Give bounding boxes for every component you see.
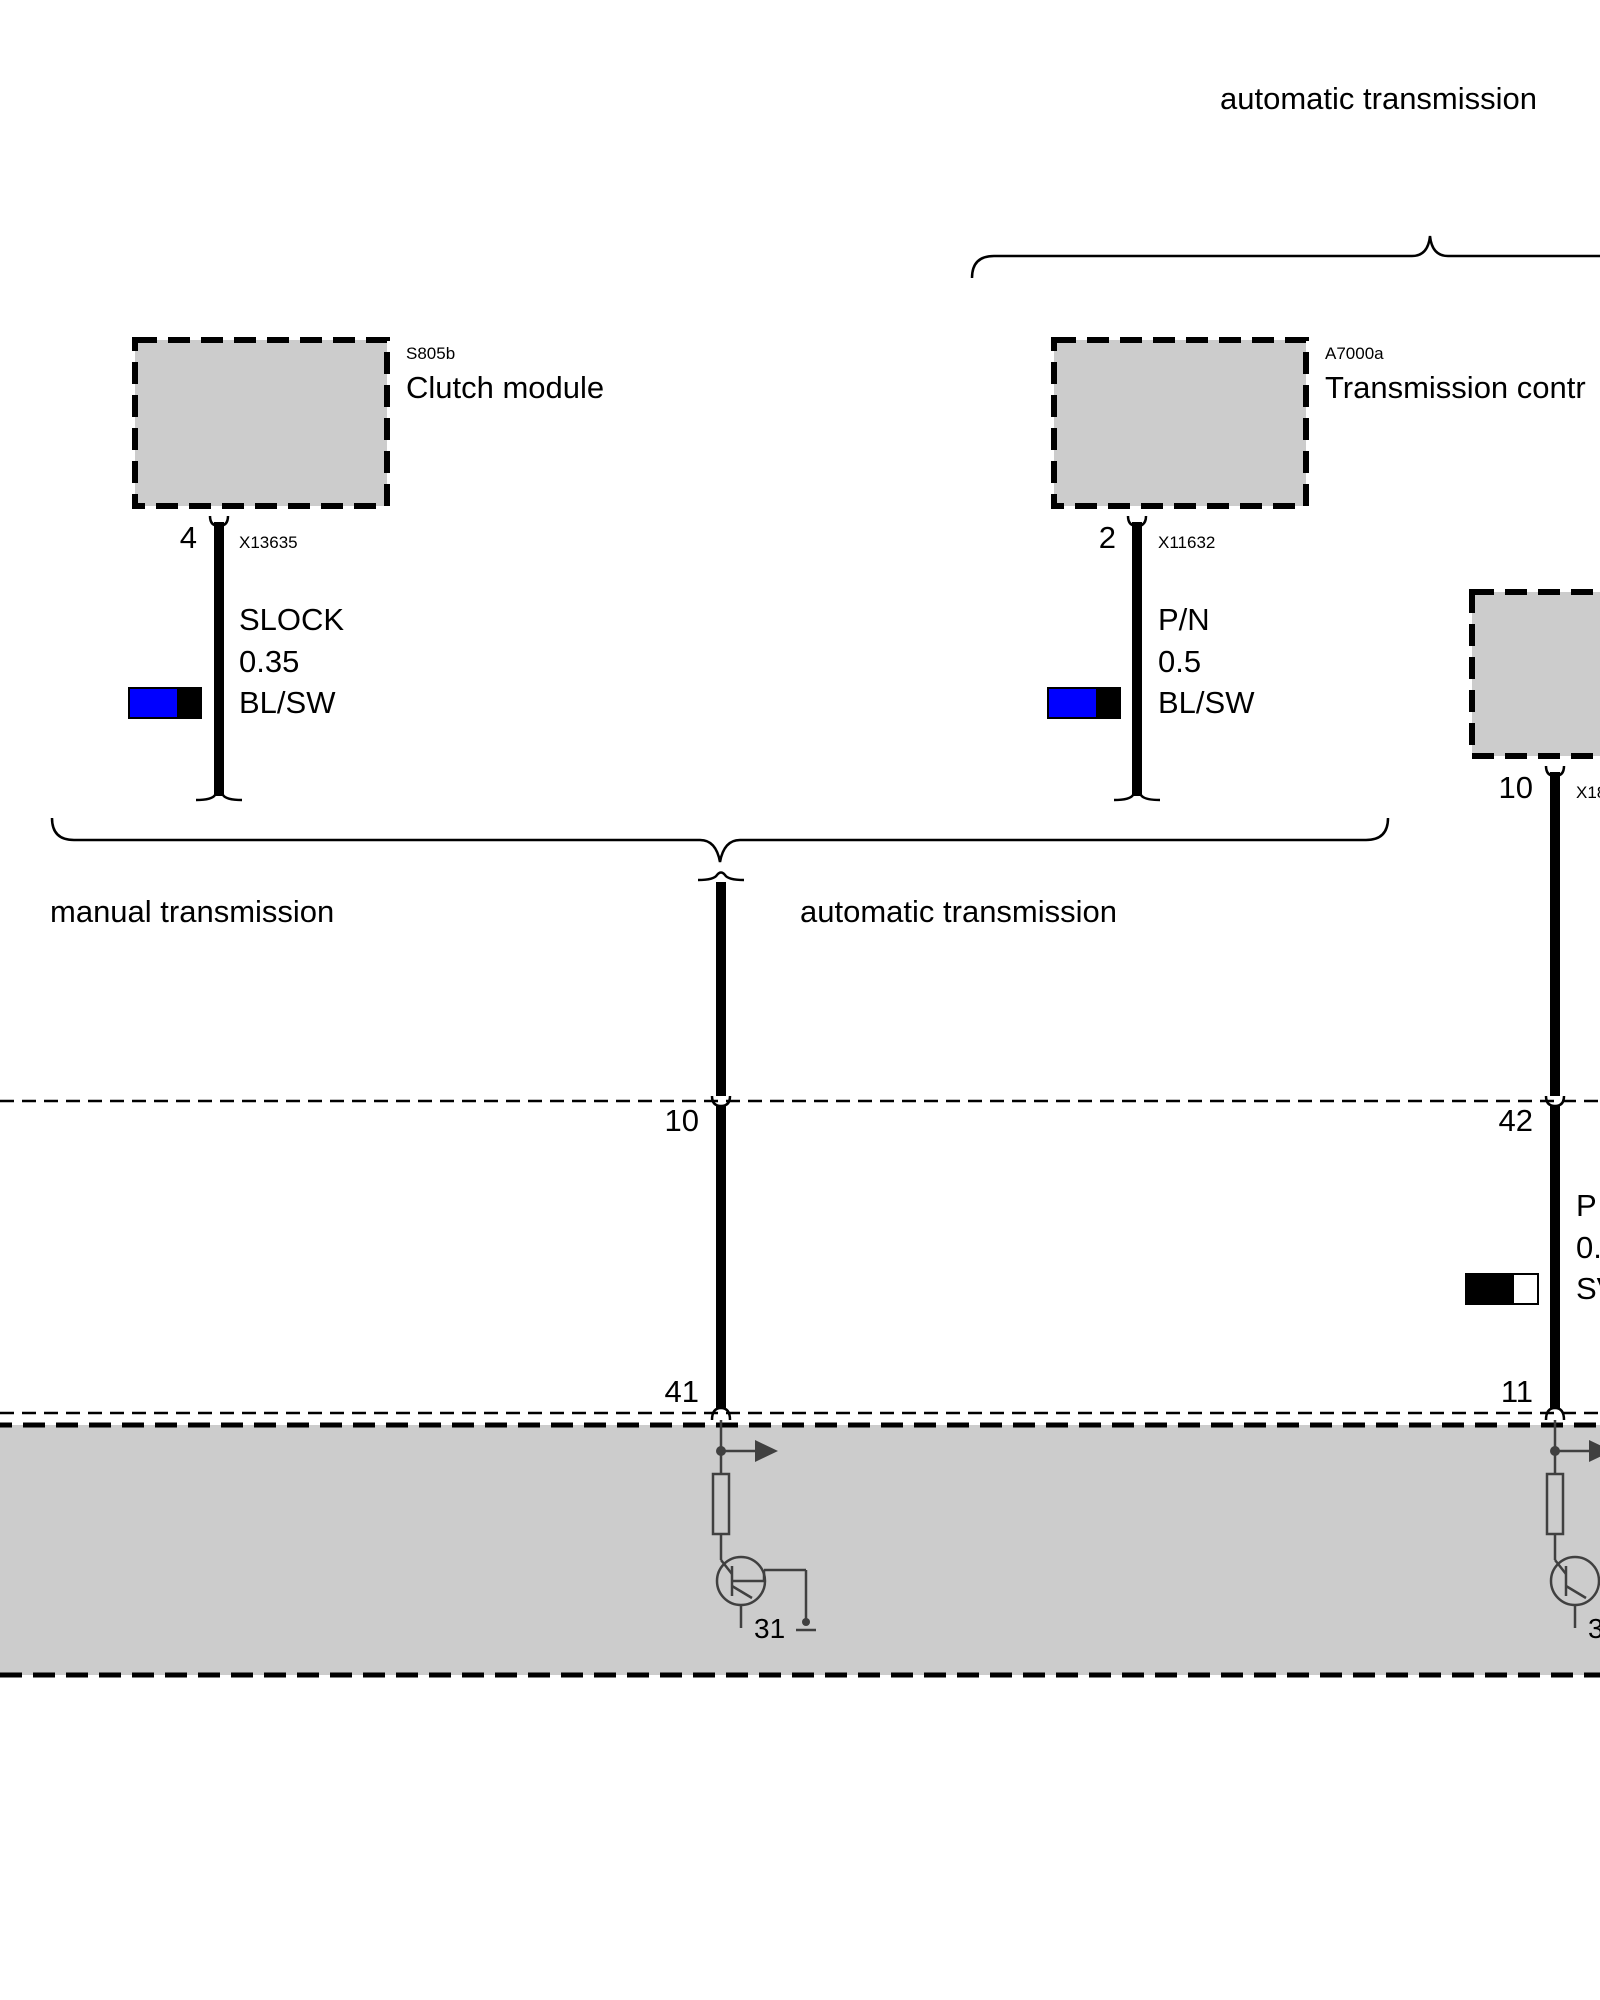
wire-signal-slock: SLOCK bbox=[239, 602, 344, 637]
wire-color-swatch-42 bbox=[1465, 1273, 1539, 1305]
transmission-control-name: Transmission contr bbox=[1325, 370, 1586, 405]
connector-id-x18: X18 bbox=[1576, 783, 1600, 802]
ecu-connector-right bbox=[1544, 1406, 1566, 1421]
connector-id-x13635: X13635 bbox=[239, 533, 298, 552]
signal-arrow bbox=[1589, 1440, 1600, 1462]
transistor-emitter bbox=[1565, 1584, 1587, 1600]
wire-color-code-slock: BL/SW bbox=[239, 685, 336, 720]
wire-color-swatch-p-n bbox=[1047, 687, 1121, 719]
separator-pin-right: 42 bbox=[1499, 1103, 1533, 1138]
clutch-module-box bbox=[132, 337, 390, 509]
color-swatch-secondary bbox=[177, 688, 201, 718]
wire-signal-42: P bbox=[1576, 1188, 1597, 1223]
automatic-transmission-upper-brace bbox=[970, 235, 1600, 279]
wire-size-42: 0. bbox=[1576, 1230, 1600, 1265]
ground-label-left: 31 bbox=[754, 1613, 785, 1644]
color-swatch-primary bbox=[1048, 688, 1096, 718]
pin-number-2: 2 bbox=[1099, 520, 1116, 555]
color-swatch-border bbox=[128, 687, 202, 719]
clutch-module-id: S805b bbox=[406, 344, 455, 363]
input-circuit-left bbox=[711, 1420, 816, 1632]
wire-size-slock: 0.35 bbox=[239, 644, 299, 679]
color-swatch-border bbox=[1047, 687, 1121, 719]
automatic-transmission-lower-label: automatic transmission bbox=[800, 894, 1117, 929]
wire-size-p-n: 0.5 bbox=[1158, 644, 1201, 679]
ecu-connector-left bbox=[710, 1406, 732, 1421]
wire-signal-p-n: P/N bbox=[1158, 602, 1210, 637]
wire-break-symbol-slock bbox=[195, 791, 243, 802]
color-swatch-secondary bbox=[1514, 1274, 1538, 1304]
wire-color-swatch-slock bbox=[128, 687, 202, 719]
signal-arrow bbox=[755, 1440, 778, 1462]
automatic-transmission-upper-label: automatic transmission bbox=[1220, 81, 1537, 116]
third-module-box bbox=[1469, 589, 1600, 759]
transistor-emitter bbox=[731, 1584, 753, 1600]
manual-transmission-label: manual transmission bbox=[50, 894, 334, 929]
variant-brace-lower bbox=[50, 817, 1390, 863]
clutch-module-name: Clutch module bbox=[406, 370, 604, 405]
ground-label-right: 3 bbox=[1588, 1613, 1600, 1644]
input-circuit-right bbox=[1545, 1420, 1600, 1628]
ecu-pin-left: 41 bbox=[665, 1374, 699, 1409]
wire-color-code-p-n: BL/SW bbox=[1158, 685, 1255, 720]
wire-break-symbol-p-n bbox=[1113, 791, 1161, 802]
transmission-control-id: A7000a bbox=[1325, 344, 1384, 363]
color-swatch-secondary bbox=[1096, 688, 1120, 718]
color-swatch-border bbox=[1465, 1273, 1539, 1305]
pin-number-4: 4 bbox=[180, 520, 197, 555]
control-unit-box bbox=[0, 1422, 1600, 1678]
color-swatch-primary bbox=[129, 688, 177, 718]
wire-color-code-42: SV bbox=[1576, 1271, 1600, 1306]
connector-id-x11632: X11632 bbox=[1158, 533, 1215, 552]
wire-break-symbol-merged bbox=[697, 871, 745, 882]
ecu-pin-right: 11 bbox=[1501, 1374, 1533, 1409]
color-swatch-primary bbox=[1466, 1274, 1514, 1304]
transistor-collector bbox=[1554, 1559, 1567, 1575]
ground-dot bbox=[802, 1618, 810, 1626]
separator-pin-left: 10 bbox=[665, 1103, 699, 1138]
transmission-control-box bbox=[1051, 337, 1309, 509]
pin-number-10-third-module: 10 bbox=[1499, 770, 1533, 805]
transistor-collector bbox=[720, 1559, 733, 1575]
